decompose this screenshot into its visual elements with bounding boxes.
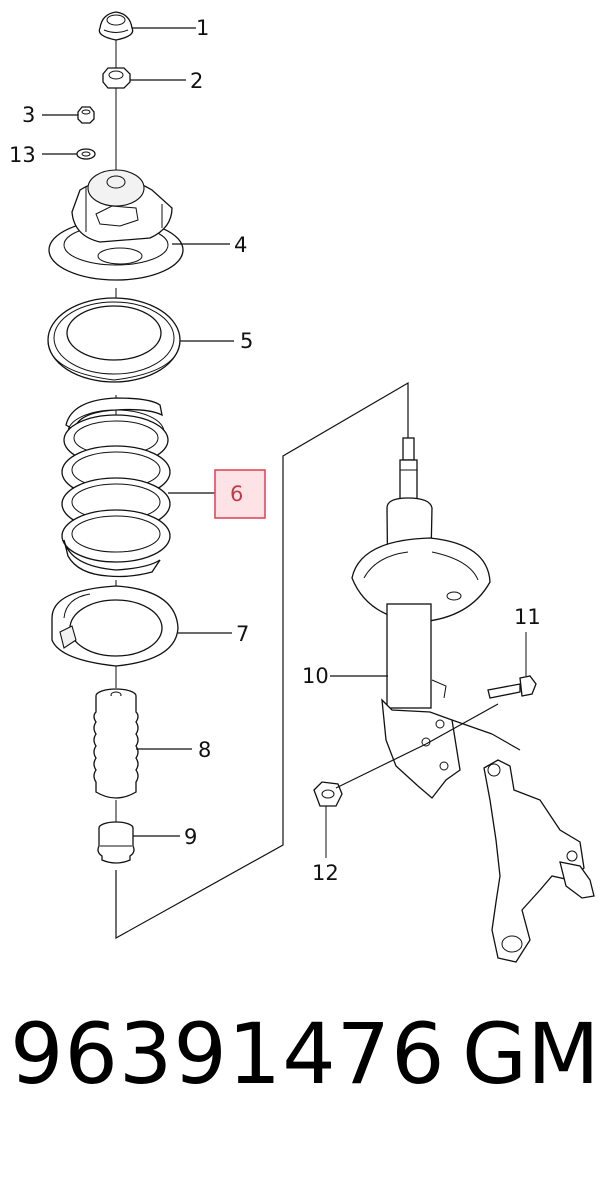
part-8-dust-boot: [93, 688, 139, 799]
assembly-connector-line: [115, 381, 409, 940]
part-9-bump-stop: [97, 821, 135, 864]
callout-12[interactable]: 12: [312, 861, 339, 885]
callout-6[interactable]: 6: [230, 482, 243, 506]
callout-11[interactable]: 11: [514, 605, 541, 629]
part-7-lower-seat: [51, 585, 179, 667]
brand-name: GM: [462, 1005, 600, 1103]
part-1-cap: [98, 11, 134, 41]
part-4-strut-mount: [48, 169, 184, 281]
part-number: 96391476: [10, 1005, 446, 1103]
callout-8[interactable]: 8: [198, 738, 211, 762]
part-6-coil-spring: [61, 397, 171, 578]
part-11-bolt: [487, 632, 537, 699]
part-10-strut: [351, 437, 491, 799]
callout-5[interactable]: 5: [240, 329, 253, 353]
part-13-washer: [76, 148, 96, 160]
callout-9[interactable]: 9: [184, 825, 197, 849]
callout-7[interactable]: 7: [236, 622, 249, 646]
callout-10[interactable]: 10: [302, 664, 329, 688]
part-5-upper-seat: [47, 297, 181, 383]
part-12-flange-nut: [313, 781, 343, 858]
callout-4[interactable]: 4: [234, 233, 247, 257]
part-3-small-nut: [77, 106, 95, 124]
callout-3[interactable]: 3: [22, 103, 35, 127]
part-2-nut: [102, 67, 131, 178]
steering-knuckle: [483, 759, 595, 963]
callout-13[interactable]: 13: [9, 143, 36, 167]
callout-2[interactable]: 2: [190, 69, 203, 93]
exploded-strut-diagram: 1 2 3 13 4 5 6 7 10 11 8 9 12: [9, 11, 595, 963]
callout-1[interactable]: 1: [196, 16, 209, 40]
callout-6-highlight-box: [214, 469, 266, 519]
